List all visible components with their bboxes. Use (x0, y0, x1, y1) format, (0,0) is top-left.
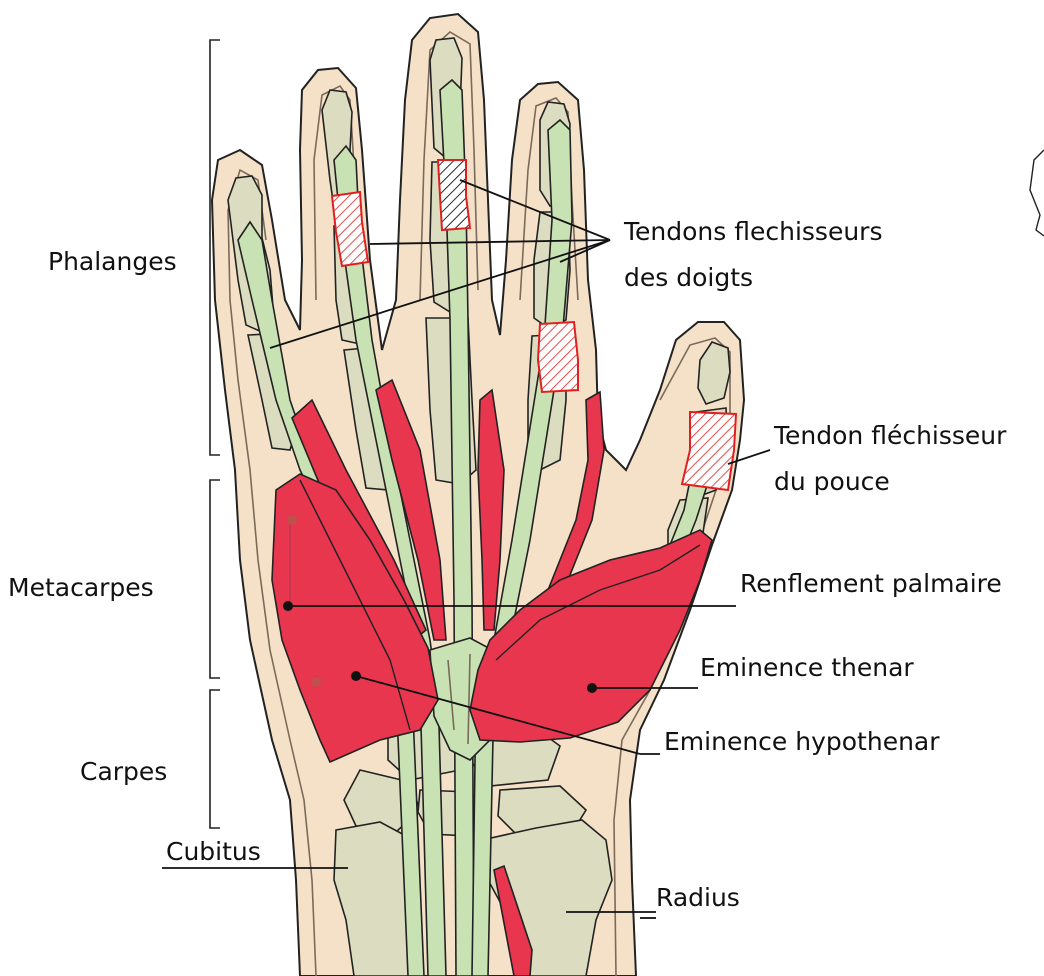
label-eminence-hypothenar: Eminence hypothenar (664, 727, 940, 756)
region-brackets (210, 40, 220, 828)
cut-section-middle (438, 160, 470, 230)
label-tendons-flechisseurs-2: des doigts (624, 263, 753, 292)
label-metacarpes: Metacarpes (8, 573, 154, 602)
edge-fragment (1030, 150, 1044, 236)
label-eminence-thenar: Eminence thenar (700, 653, 914, 682)
label-tendons-flechisseurs-1: Tendons flechisseurs (623, 217, 882, 246)
label-phalanges: Phalanges (48, 247, 177, 276)
cut-section-thumb (682, 412, 736, 490)
label-cubitus: Cubitus (166, 837, 261, 866)
label-tendon-pouce-1: Tendon fléchisseur (773, 421, 1007, 450)
bracket-metacarpes (210, 480, 220, 678)
cut-section-index (538, 322, 578, 392)
label-carpes: Carpes (80, 757, 167, 786)
label-renflement-palmaire: Renflement palmaire (740, 569, 1002, 598)
label-radius: Radius (656, 883, 740, 912)
bracket-carpes (210, 690, 220, 828)
label-tendon-pouce-2: du pouce (774, 467, 890, 496)
